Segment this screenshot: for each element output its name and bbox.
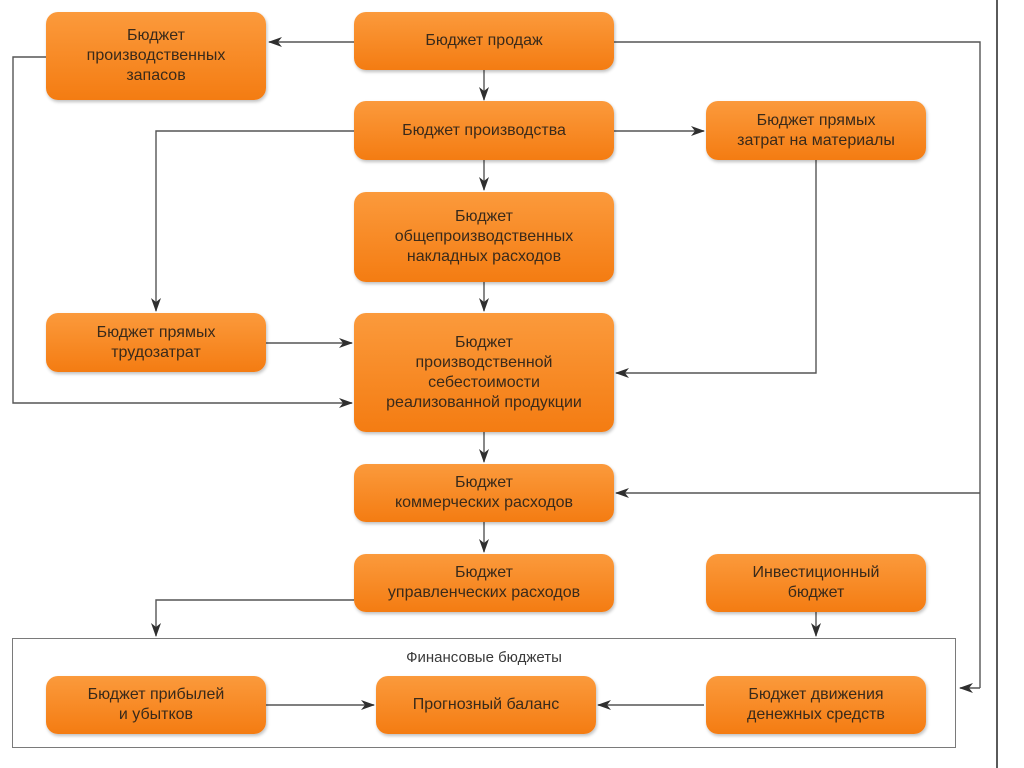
node-profit-loss-budget: Бюджет прибылей и убытков bbox=[46, 676, 266, 734]
node-materials-budget: Бюджет прямых затрат на материалы bbox=[706, 101, 926, 160]
line-sales-right-trunk bbox=[614, 41, 981, 688]
arrow-admin-to-finance-group bbox=[151, 599, 354, 637]
arrow-production-to-labor bbox=[151, 130, 354, 312]
node-inventory-budget: Бюджет производственных запасов bbox=[46, 12, 266, 100]
node-cogs-budget: Бюджет производственной себестоимости ре… bbox=[354, 313, 614, 432]
node-commercial-budget: Бюджет коммерческих расходов bbox=[354, 464, 614, 522]
node-production-budget: Бюджет производства bbox=[354, 101, 614, 160]
financial-budgets-group: Финансовые бюджеты bbox=[12, 638, 956, 748]
arrow-materials-to-cogs bbox=[615, 160, 817, 378]
node-cash-flow-budget: Бюджет движения денежных средств bbox=[706, 676, 926, 734]
node-labor-budget: Бюджет прямых трудозатрат bbox=[46, 313, 266, 372]
arrow-inventory-to-cogs bbox=[12, 56, 353, 408]
node-admin-budget: Бюджет управленческих расходов bbox=[354, 554, 614, 612]
node-forecast-balance: Прогнозный баланс bbox=[376, 676, 596, 734]
financial-budgets-title: Финансовые бюджеты bbox=[406, 649, 562, 666]
page-edge-line bbox=[996, 0, 998, 768]
node-overhead-budget: Бюджет общепроизводственных накладных ра… bbox=[354, 192, 614, 282]
node-sales-budget: Бюджет продаж bbox=[354, 12, 614, 70]
node-investment-budget: Инвестиционный бюджет bbox=[706, 554, 926, 612]
